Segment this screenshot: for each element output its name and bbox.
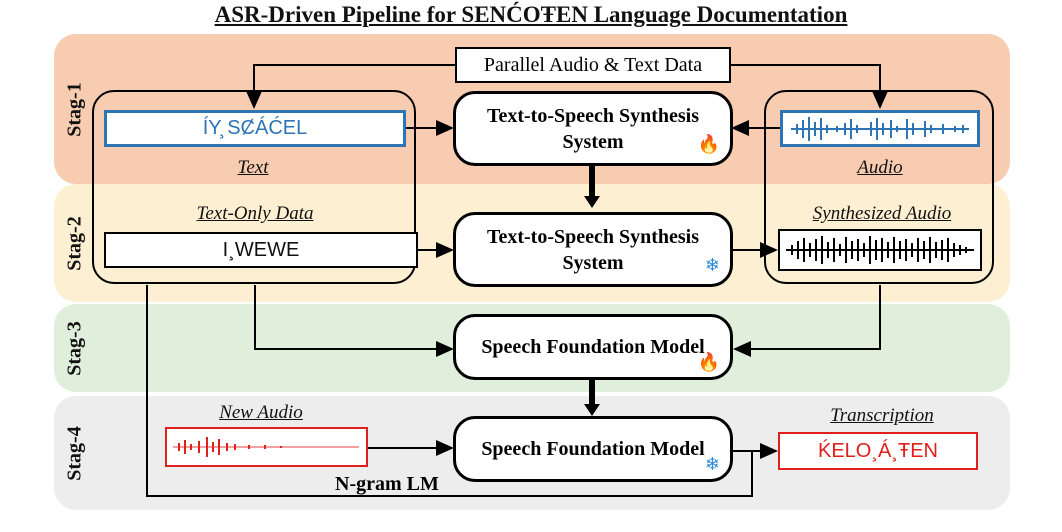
synthesized-audio-waveform	[778, 229, 982, 271]
stage1-text-sample: ÍY̧ SȻÁĆEL	[104, 110, 406, 147]
tts-training-line2: System	[562, 130, 624, 153]
tts-training-line1: Text-to-Speech Synthesis	[486, 104, 700, 127]
transcription-label: Transcription	[830, 405, 934, 426]
stage1-audio-waveform	[780, 110, 980, 147]
tts-system-inference: Text-to-Speech Synthesis System ❄	[453, 212, 733, 287]
red-waveform-icon	[173, 437, 359, 457]
text-only-sample: I¸WEWE	[104, 232, 418, 268]
fire-icon: 🔥	[697, 352, 720, 372]
ngram-lm-label: N-gram LM	[335, 473, 439, 495]
stage1-audio-label: Audio	[857, 157, 903, 178]
new-audio-label: New Audio	[219, 402, 303, 423]
sfm-training-label: Speech Foundation Model	[481, 336, 705, 358]
black-waveform-icon	[786, 236, 974, 264]
diagram-title: ASR-Driven Pipeline for SENĆOŦEN Languag…	[214, 2, 848, 27]
speech-foundation-model-training: Speech Foundation Model 🔥	[453, 314, 733, 380]
tts-inference-line1: Text-to-Speech Synthesis	[486, 225, 700, 248]
synthesized-audio-label: Synthesized Audio	[812, 203, 952, 224]
snowflake-icon: ❄	[704, 255, 720, 275]
transcription-output: ḰELO¸Á¸ŦEN	[778, 432, 978, 470]
new-audio-waveform	[165, 427, 368, 467]
parallel-data-box: Parallel Audio & Text Data	[455, 47, 731, 83]
tts-inference-line2: System	[562, 251, 624, 274]
blue-waveform-icon	[791, 116, 969, 141]
stage1-text-label: Text	[237, 157, 269, 178]
fire-icon: 🔥	[697, 134, 720, 154]
tts-system-training: Text-to-Speech Synthesis System 🔥	[453, 91, 733, 166]
snowflake-icon: ❄	[704, 454, 720, 474]
text-only-label: Text-Only Data	[196, 203, 314, 224]
speech-foundation-model-inference: Speech Foundation Model ❄	[453, 416, 733, 482]
sfm-inference-label: Speech Foundation Model	[481, 438, 705, 460]
